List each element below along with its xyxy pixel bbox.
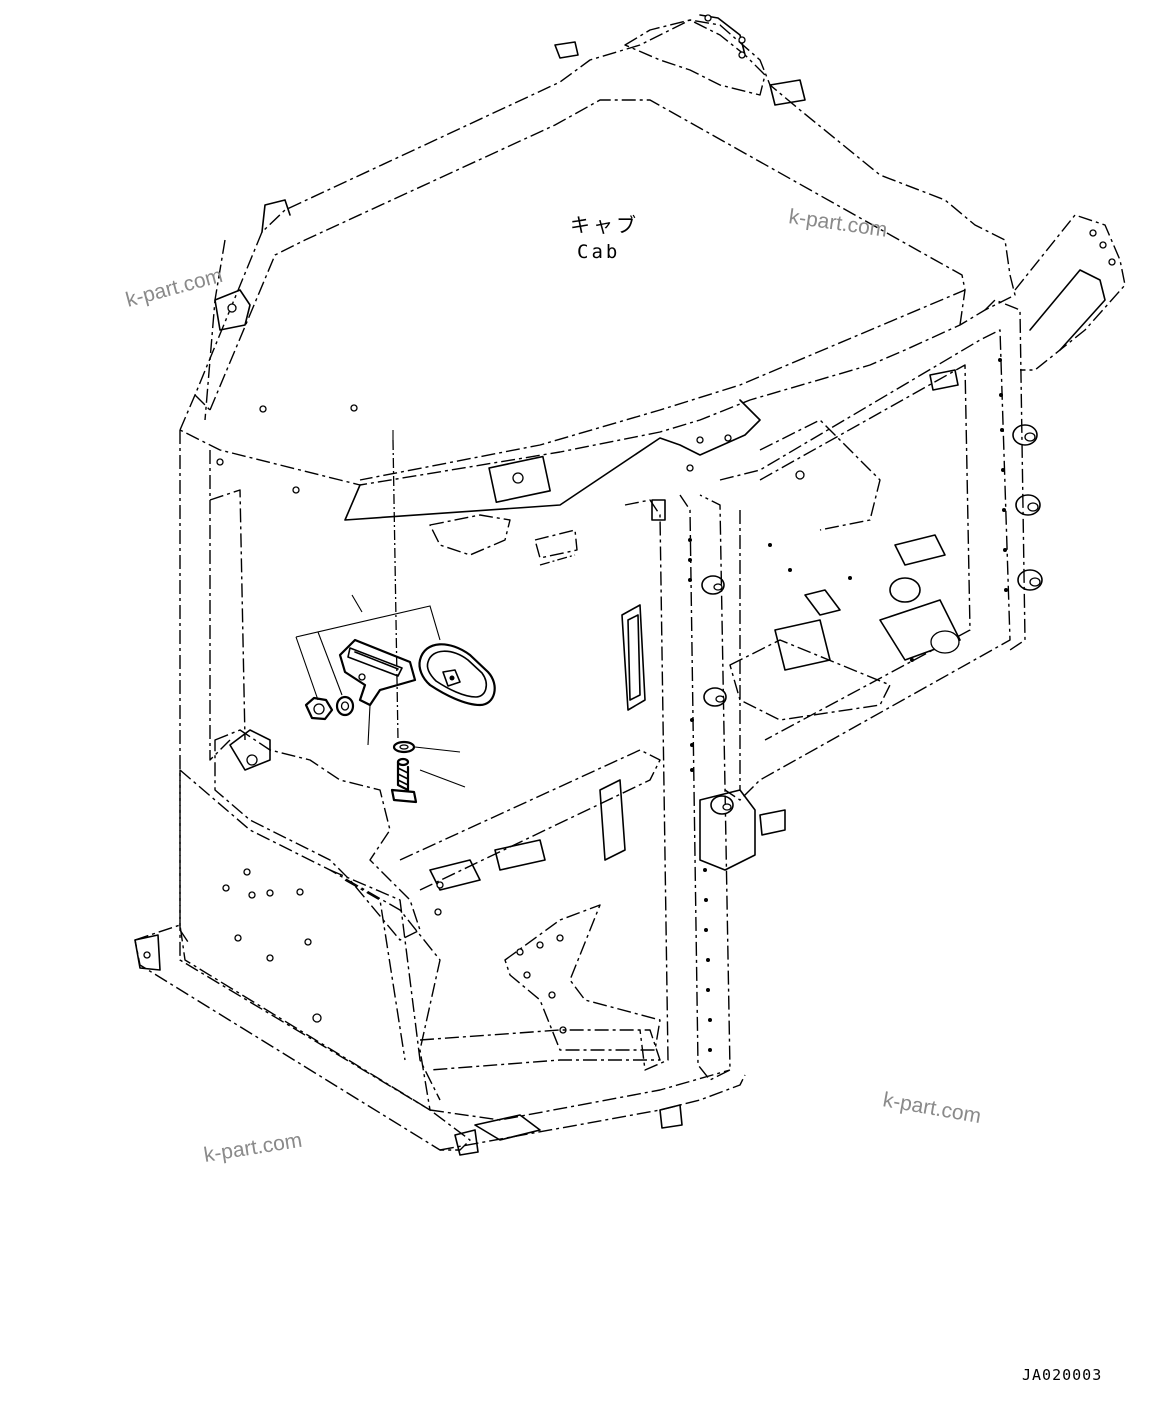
drawing-code: JA020003: [1022, 1366, 1102, 1384]
nut-part: [304, 696, 334, 721]
washer-part: [335, 695, 355, 717]
mid-cross-beam: [329, 749, 661, 1101]
cab-base-frame: [134, 924, 746, 1156]
center-pillar: [621, 494, 731, 1081]
cab-label-english: Cab: [577, 241, 620, 263]
watermark-top-right: k-part.com: [787, 205, 888, 242]
cab-roof: [179, 19, 1016, 521]
rear-right-structure: [699, 299, 1043, 871]
spring-washer-part: [392, 740, 416, 754]
under-roof-details: [216, 404, 732, 566]
mirror-bracket: [338, 638, 417, 707]
left-front-pillar: [179, 199, 291, 946]
watermark-bottom-left: k-part.com: [202, 1129, 304, 1167]
mirror-part: [418, 643, 496, 707]
mirror-assembly-parts: [295, 430, 496, 804]
right-rear-bracket: [1014, 214, 1126, 371]
rear-top-brackets: [554, 14, 806, 106]
watermark-top-left: k-part.com: [123, 264, 225, 312]
watermark-bottom-right: k-part.com: [881, 1088, 983, 1128]
cab-label-japanese: キャブ: [570, 213, 639, 237]
lower-left-panel: [179, 729, 441, 1111]
bolt-part: [390, 757, 418, 804]
floor-plate: [419, 904, 661, 1071]
